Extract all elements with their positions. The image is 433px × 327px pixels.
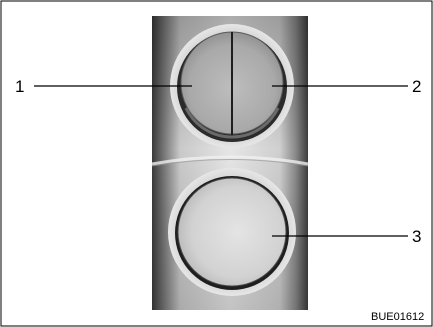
round-switch-button [178,178,286,286]
round-switch [168,168,296,296]
callout-label-2: 2 [412,77,421,96]
figure-code: BUE01612 [371,311,424,323]
callout-label-1: 1 [15,77,24,96]
callout-label-3: 3 [412,227,421,246]
